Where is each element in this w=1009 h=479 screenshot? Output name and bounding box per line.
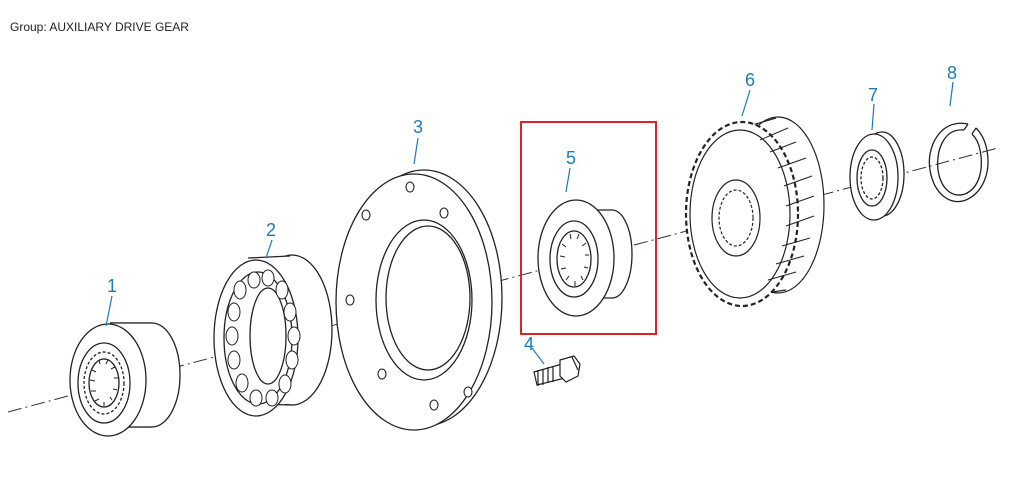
part-7-splined-washer[interactable] — [849, 131, 905, 221]
part-2-roller-bearing[interactable] — [213, 254, 333, 417]
callout-3[interactable]: 3 — [413, 117, 423, 137]
part-3-flange-plate[interactable] — [335, 169, 503, 431]
callout-leaders — [105, 81, 954, 365]
callout-numbers: 1 2 3 4 5 6 7 8 — [107, 63, 957, 354]
highlight-box-part-5 — [520, 121, 657, 335]
callout-7[interactable]: 7 — [868, 85, 878, 105]
callout-6[interactable]: 6 — [745, 70, 755, 90]
group-title: Group: AUXILIARY DRIVE GEAR — [10, 20, 189, 34]
callout-8[interactable]: 8 — [947, 63, 957, 83]
part-1-splined-hub[interactable] — [69, 322, 181, 437]
callout-2[interactable]: 2 — [266, 220, 276, 240]
part-5-splined-coupling[interactable] — [537, 199, 633, 317]
part-6-helical-gear[interactable] — [684, 116, 825, 308]
part-8-snap-ring[interactable] — [928, 122, 989, 203]
callout-1[interactable]: 1 — [107, 276, 117, 296]
callout-4[interactable]: 4 — [524, 334, 534, 354]
part-4-bolt[interactable] — [533, 355, 581, 386]
callout-5[interactable]: 5 — [566, 148, 576, 168]
